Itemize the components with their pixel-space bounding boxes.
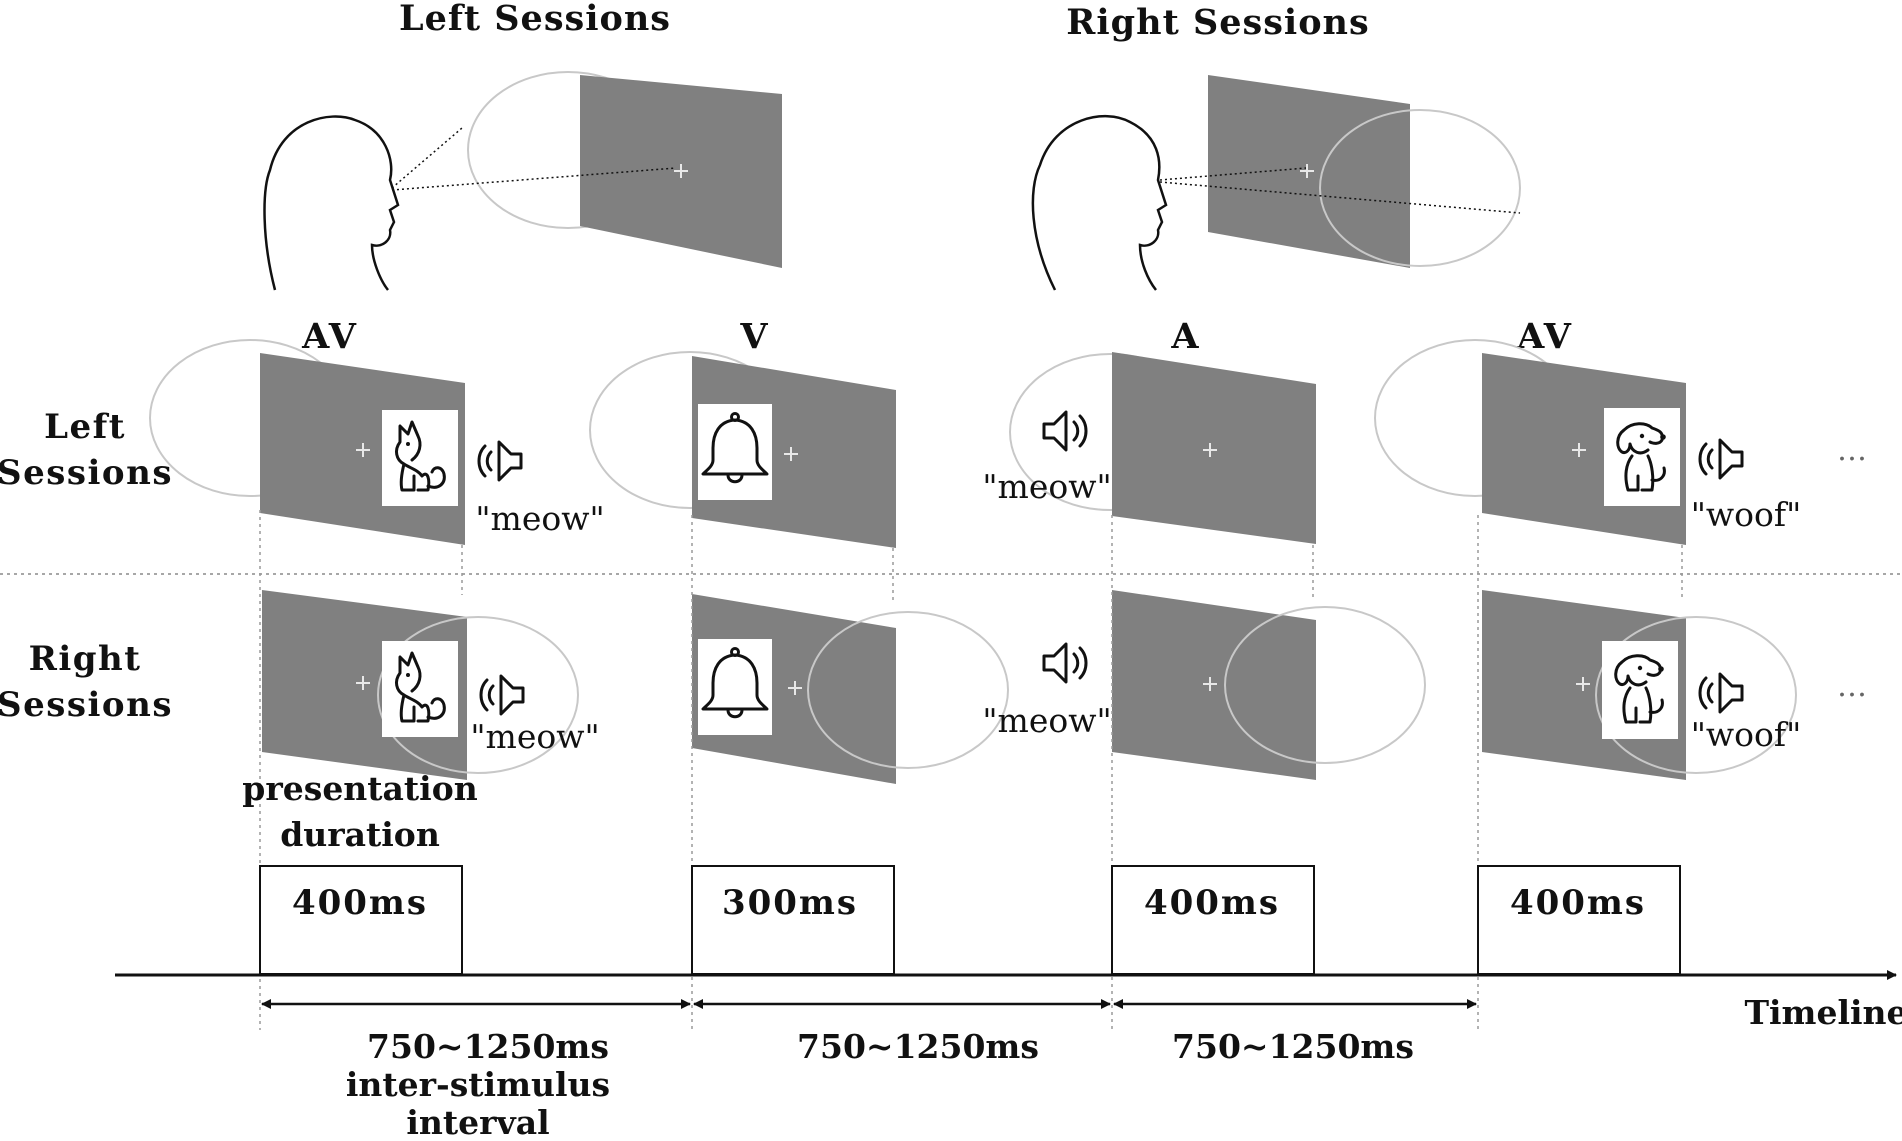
duration-value: 400ms: [1510, 883, 1646, 923]
sound-label: "meow": [475, 499, 604, 538]
stimulus-card: [382, 641, 458, 737]
attention-ellipse: [1319, 109, 1521, 267]
fixation-cross: [784, 447, 798, 461]
gaze-line-bottom: [1159, 181, 1521, 214]
presentation-duration-label-line2: duration: [280, 815, 440, 854]
sound-label: "meow": [982, 467, 1111, 506]
trial-2-left-row: [589, 351, 896, 548]
isi-value-1: 750~1250ms: [367, 1027, 609, 1066]
trial-4-left-row: "woof": [1374, 339, 1802, 545]
fixation-cross: [788, 681, 802, 695]
fixation-cross: [356, 676, 370, 690]
fixation-cross: [674, 164, 688, 178]
trial-2-right-row: [692, 594, 1009, 784]
isi-label-line2: interval: [406, 1103, 549, 1141]
fixation-cross: [1203, 443, 1217, 457]
trial-4-right-row: "woof": [1482, 590, 1801, 780]
gaze-line-top: [391, 127, 463, 189]
fixation-cross: [1203, 677, 1217, 691]
speaker-icon: [479, 674, 525, 716]
speaker-icon: [1042, 410, 1088, 452]
continuation-ellipsis: …: [1837, 669, 1867, 704]
duration-box-trial-2: 300ms: [691, 865, 895, 975]
fixation-cross: [1576, 677, 1590, 691]
isi-label-line1: inter-stimulus: [346, 1065, 610, 1104]
right-sessions-title: Right Sessions: [1066, 2, 1369, 43]
fixation-cross: [1572, 443, 1586, 457]
condition-label-trial-2: V: [739, 316, 769, 357]
condition-label-trial-3: A: [1170, 316, 1200, 357]
trial-3-left-row: "meow": [982, 352, 1316, 544]
trial-1-left-row: "meow": [149, 339, 605, 545]
row-label-right-line1: Right: [29, 639, 142, 679]
isi-value-2: 750~1250ms: [797, 1027, 1039, 1066]
duration-box-trial-1: 400ms: [259, 865, 463, 975]
row-label-left-line2: Sessions: [0, 453, 173, 493]
trial-1-right-row: "meow": [262, 590, 600, 780]
sound-label: "woof": [1691, 715, 1802, 754]
duration-box-trial-3: 400ms: [1111, 865, 1315, 975]
duration-value: 400ms: [1144, 883, 1280, 923]
condition-label-trial-1: AV: [301, 316, 358, 357]
speaker-icon: [477, 440, 523, 482]
continuation-ellipsis: …: [1837, 433, 1867, 468]
stimulus-card: [382, 410, 458, 506]
timeline-label: Timeline: [1744, 993, 1902, 1032]
right-session-schematic: [1031, 75, 1521, 291]
duration-value: 400ms: [292, 883, 428, 923]
attention-ellipse: [1595, 616, 1797, 774]
sound-label: "woof": [1691, 495, 1802, 534]
duration-box-trial-4: 400ms: [1477, 865, 1681, 975]
stimulus-card: [698, 639, 772, 735]
left-session-schematic: [263, 71, 782, 291]
attention-ellipse: [377, 616, 579, 774]
row-label-left-line1: Left: [44, 407, 126, 447]
attention-ellipse: [1224, 606, 1426, 764]
head-profile: [1031, 114, 1168, 291]
speaker-icon: [1698, 672, 1744, 714]
row-label-right-line2: Sessions: [0, 685, 173, 725]
duration-value: 300ms: [722, 883, 858, 923]
fixation-cross: [356, 443, 370, 457]
presentation-duration-label-line1: presentation: [242, 769, 477, 808]
trial-3-right-row: "meow": [982, 590, 1426, 780]
head-profile: [263, 115, 400, 291]
speaker-icon: [1042, 642, 1088, 684]
fixation-cross: [1300, 164, 1314, 178]
speaker-icon: [1698, 438, 1744, 480]
display-screen: [1112, 352, 1316, 544]
left-sessions-title: Left Sessions: [399, 0, 671, 39]
isi-value-3: 750~1250ms: [1172, 1027, 1414, 1066]
sound-label: "meow": [470, 717, 599, 756]
attention-ellipse: [807, 611, 1009, 769]
sound-label: "meow": [982, 701, 1111, 740]
stimulus-card: [698, 404, 772, 500]
